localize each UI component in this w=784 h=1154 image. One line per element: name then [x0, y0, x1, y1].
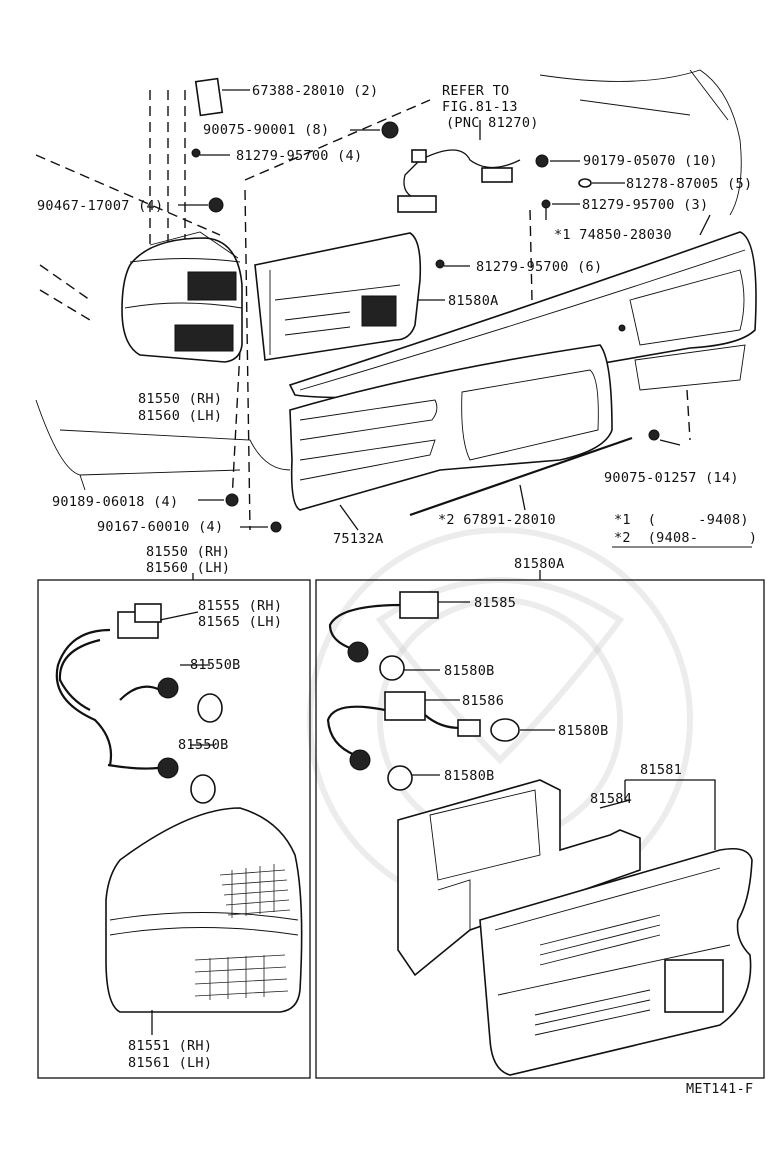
label-81580b-1: 81580B	[444, 663, 495, 679]
figure-code: MET141-F	[686, 1081, 753, 1097]
backup-lamp-sockets	[326, 591, 555, 791]
cushion-pad-part	[194, 77, 250, 117]
top-callout-labels: 67388-28010 (2) 90075-90001 (8) 81279-95…	[37, 83, 757, 548]
label-75132a: 75132A	[333, 531, 384, 547]
label-left-title-rh: 81550 (RH)	[146, 544, 230, 560]
label-81279-95700-4: 81279-95700 (4)	[236, 148, 362, 164]
label-90467-17007: 90467-17007 (4)	[37, 198, 163, 214]
tail-lamp-assembly-top	[121, 231, 243, 363]
label-right-title: 81580A	[514, 556, 565, 572]
label-left-title-lh: 81560 (LH)	[146, 560, 230, 576]
label-81279-95700-3: 81279-95700 (3)	[582, 197, 708, 213]
backup-lamp-gasket	[397, 779, 641, 977]
label-90167-60010: 90167-60010 (4)	[97, 519, 223, 535]
label-note-2: *2 (9408- )	[614, 530, 757, 546]
label-81565: 81565 (LH)	[198, 614, 282, 630]
label-90075-01257: 90075-01257 (14)	[604, 470, 739, 486]
label-67388: 67388-28010 (2)	[252, 83, 378, 99]
label-81550b-1: 81550B	[190, 657, 241, 673]
label-pnc: (PNC 81270)	[446, 115, 539, 131]
label-81550b-2: 81550B	[178, 737, 229, 753]
label-refer-to: REFER TO	[442, 83, 509, 99]
label-90189-06018: 90189-06018 (4)	[52, 494, 178, 510]
label-fig: FIG.81-13	[442, 99, 518, 115]
label-81585: 81585	[474, 595, 516, 611]
fasteners	[178, 121, 681, 533]
vehicle-body-outline	[35, 69, 742, 531]
label-81584: 81584	[590, 791, 632, 807]
moulding-strip	[409, 436, 633, 517]
left-box-labels: 81550 (RH) 81560 (LH) 81555 (RH) 81565 (…	[128, 544, 282, 1071]
left-detail-box	[37, 579, 311, 1079]
label-90179-05070: 90179-05070 (10)	[583, 153, 718, 169]
label-81278-87005: 81278-87005 (5)	[626, 176, 752, 192]
license-lamp-harness	[397, 120, 521, 213]
label-90075-90001: 90075-90001 (8)	[203, 122, 329, 138]
label-81279-95700-6: 81279-95700 (6)	[476, 259, 602, 275]
label-81580b-3: 81580B	[444, 768, 495, 784]
label-81560-lh: 81560 (LH)	[138, 408, 222, 424]
label-81551: 81551 (RH)	[128, 1038, 212, 1054]
label-81581: 81581	[640, 762, 682, 778]
backup-lamp-top	[254, 232, 445, 361]
label-81550-rh: 81550 (RH)	[138, 391, 222, 407]
right-box-labels: 81580A 81585 81580B 81586 81580B 81580B …	[444, 556, 682, 807]
label-81561: 81561 (LH)	[128, 1055, 212, 1071]
label-67891-28010: *2 67891-28010	[438, 512, 556, 528]
label-81580a: 81580A	[448, 293, 499, 309]
tail-lamp-socket-harness	[55, 603, 223, 804]
license-garnish-panel	[289, 344, 613, 531]
tail-lamp-lens	[105, 807, 303, 1035]
label-81555: 81555 (RH)	[198, 598, 282, 614]
label-81586: 81586	[462, 693, 504, 709]
label-74850-28030: *1 74850-28030	[554, 227, 672, 243]
label-81580b-2: 81580B	[558, 723, 609, 739]
backup-lamp-housing	[479, 779, 753, 1076]
label-note-1: *1 ( -9408)	[614, 512, 749, 528]
